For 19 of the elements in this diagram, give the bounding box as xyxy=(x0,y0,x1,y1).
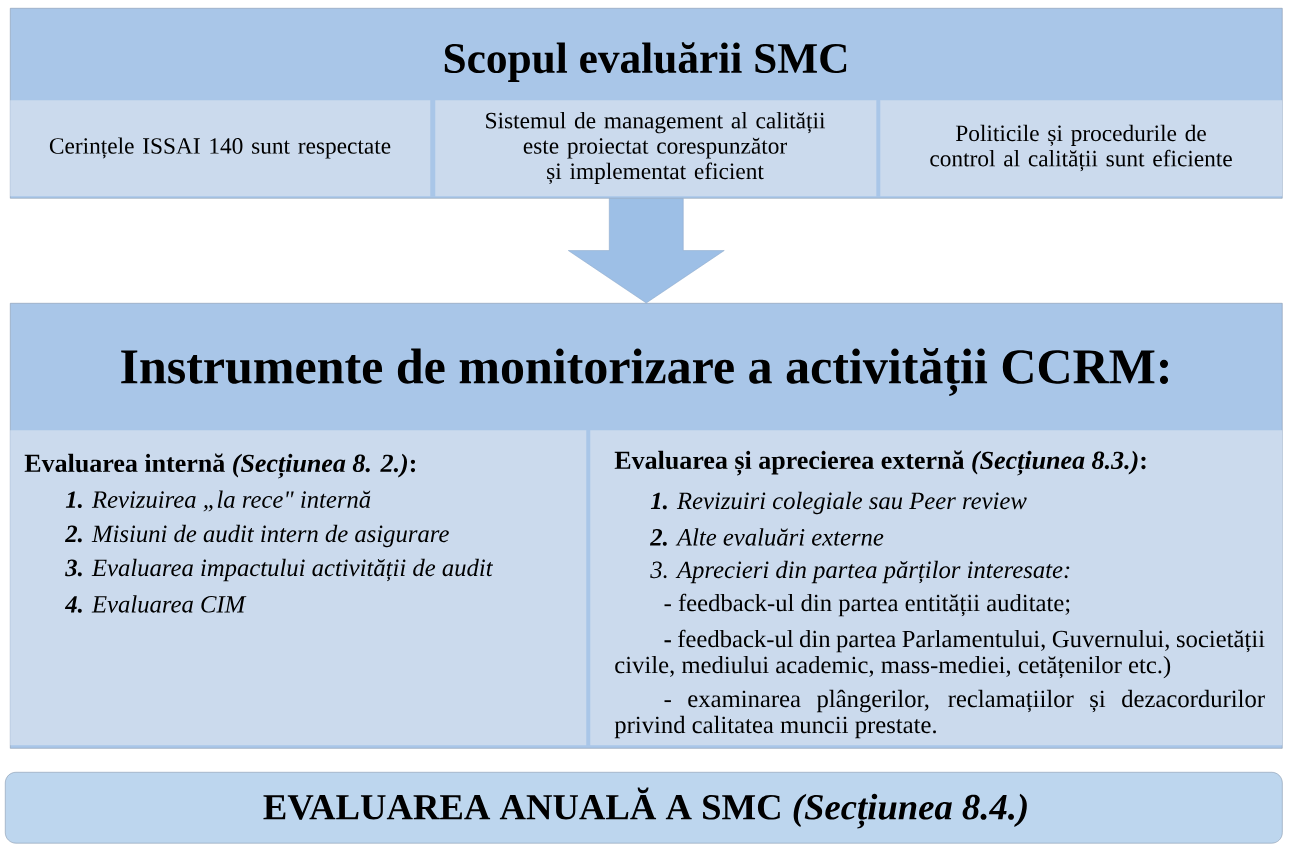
paragraph: - feedback-ul din partea Parlamentului, Guvernului, societății civile, mediului academic, mass-mediei, cetățenilor etc.) xyxy=(615,629,1265,679)
list-item: 4. Evaluarea CIM xyxy=(64,595,247,613)
heading: Scopul evaluării SMC xyxy=(444,42,847,82)
text-box: Cerințele ISSAI 140 sunt respectate xyxy=(10,100,431,197)
list-item: 1. Revizuiri colegiale sau Peer review xyxy=(650,491,1027,515)
list-item: 1. Revizuirea „la rece" internă xyxy=(65,490,371,512)
paragraph: - examinarea plângerilor, reclamațiilor și dezacordurilor privind calitatea muncii prestate. xyxy=(614,689,1265,739)
list-heading: Evaluarea și aprecierea externă (Secțiunea 8.3.): xyxy=(614,450,1146,476)
list-item: 3. Aprecieri din partea părților interesate: xyxy=(650,560,1070,584)
text-box: Politicile și procedurile de control al calității sunt eficiente xyxy=(880,100,1283,197)
list-item: 2. Misiuni de audit intern de asigurare xyxy=(65,524,449,548)
block-arrow xyxy=(568,198,725,304)
text-box: Sistemul de management al calității este proiectat corespunzător și implementat eficient xyxy=(435,100,877,197)
list-heading: Evaluarea internă (Secțiunea 8. 2.): xyxy=(24,453,416,479)
text-box: EVALUAREA ANUALĂ A SMC (Secțiunea 8.4.) xyxy=(5,772,1283,844)
list-item: 2. Alte evaluări externe xyxy=(650,528,884,546)
list-item: 3. Evaluarea impactului activității de audit xyxy=(65,558,494,582)
heading: Instrumente de monitorizare a activității CCRM: xyxy=(121,348,1169,396)
paragraph: - feedback-ul din partea entității auditate; xyxy=(664,593,1070,617)
